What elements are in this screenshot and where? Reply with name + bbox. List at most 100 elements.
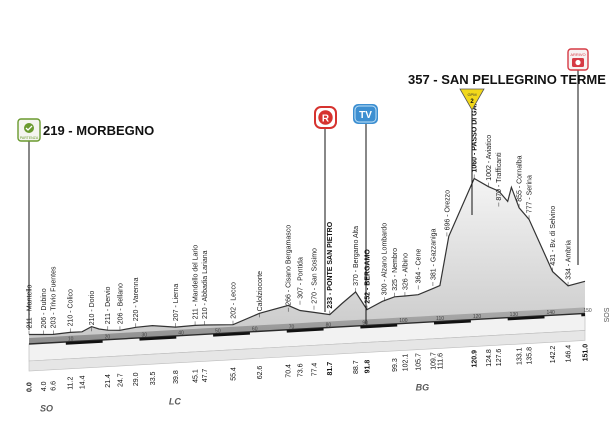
place-label: 203 - Trivio Fuentes <box>51 266 58 328</box>
km-tick-label: 130 <box>510 312 519 318</box>
km-label: 146.4 <box>566 345 573 363</box>
km-tick-label: 70 <box>289 324 295 330</box>
place-label: 206 - Bellano <box>117 283 124 324</box>
place-label: 252 - BERGAMO <box>364 249 371 304</box>
arrivo-text: ARRIVO <box>570 52 585 57</box>
place-label: 1060 - PASSO DI GANDA <box>472 90 479 172</box>
km-tick-label: 50 <box>215 328 221 334</box>
place-label: Calolziocorte <box>257 271 264 312</box>
km-label: 81.7 <box>327 362 334 376</box>
place-label: 307 - Pontida <box>297 257 304 299</box>
start-title: 219 - MORBEGNO <box>43 123 154 138</box>
km-label: 21.4 <box>105 374 112 388</box>
km-label: 0.0 <box>26 382 33 392</box>
km-label: 99.3 <box>392 358 399 372</box>
region-label: SO <box>40 403 53 413</box>
km-label: 105.7 <box>416 353 423 371</box>
km-tick-label: 110 <box>436 316 444 322</box>
gpm-badge: GPM 2 <box>459 88 485 215</box>
place-label: 220 - Varenna <box>133 277 140 321</box>
km-label: 73.6 <box>297 363 304 377</box>
place-label: 207 - Lierna <box>173 284 180 321</box>
km-tick-label: 150 <box>583 308 592 314</box>
km-tick-label: 140 <box>546 310 555 316</box>
profile-area <box>29 178 585 344</box>
km-tick-label: 80 <box>326 322 332 328</box>
km-tick-label: 60 <box>252 326 258 332</box>
km-tick-bar <box>507 315 545 321</box>
km-label: 142.2 <box>550 346 557 364</box>
place-label: 326 - Albino <box>402 253 409 290</box>
km-tick-label: 90 <box>362 320 368 326</box>
r-badge: R <box>314 106 337 312</box>
road-line <box>28 312 586 345</box>
tv-badge: TV <box>353 104 378 324</box>
place-label: 211 - Mandello del Lario <box>193 245 200 320</box>
km-tick-bar <box>65 340 103 345</box>
place-label: 266 - Cisano Bergamasco <box>286 225 293 306</box>
km-label: 88.7 <box>353 360 360 374</box>
place-label: 210 - Dorio <box>89 291 96 326</box>
place-label: 233 - PONTE SAN PIETRO <box>327 221 334 308</box>
place-label: 855 - Cornalba <box>517 155 524 201</box>
km-tick-bar <box>286 328 324 333</box>
km-label: 47.7 <box>202 369 209 383</box>
km-label: 33.5 <box>150 371 157 385</box>
place-label: 211 - Mantello <box>26 285 33 329</box>
place-label: 206 - Dubino <box>41 288 48 328</box>
gpm-text: GPM <box>467 92 476 97</box>
partenza-text: PARTENZA <box>20 136 39 140</box>
place-label: 270 - San Sosimo <box>311 248 318 304</box>
gpm-category: 2 <box>470 99 474 105</box>
km-tick-label: 40 <box>178 330 184 336</box>
km-tick-label: 20 <box>105 334 111 340</box>
km-label: 135.8 <box>526 347 533 365</box>
km-tick-label: 120 <box>473 314 482 320</box>
place-label: 364 - Cene <box>416 249 423 284</box>
km-label: 6.6 <box>51 381 58 391</box>
km-label: 102.1 <box>402 354 409 372</box>
region-label: BG <box>416 383 430 393</box>
r-icon: R <box>322 113 330 124</box>
km-label: 29.0 <box>133 372 140 386</box>
km-label: 133.1 <box>517 347 524 365</box>
km-tick-bar <box>139 336 177 341</box>
place-label: 696 - Orezzo <box>444 190 451 231</box>
place-label: 381 - Gazzaniga <box>430 229 437 280</box>
finish-marker: ARRIVO 357 - SAN PELLEGRINO TERME <box>408 48 606 265</box>
tv-icon: TV <box>359 110 372 121</box>
end-axis-label: SOS <box>604 307 611 322</box>
km-tick-bar <box>213 332 250 337</box>
km-label: 4.0 <box>41 381 48 391</box>
place-label: 334 - Ambria <box>566 240 573 280</box>
km-label: 70.4 <box>286 364 293 378</box>
km-label: 151.0 <box>582 344 589 362</box>
place-label: 210 - Abbadia Lariana <box>202 250 209 319</box>
place-label: 210 - Colico <box>68 289 75 326</box>
km-label: 45.1 <box>193 369 200 383</box>
km-label: 124.8 <box>486 349 493 367</box>
km-label: 91.8 <box>364 360 371 374</box>
km-label: 120.9 <box>472 350 479 368</box>
place-label: 300 - Alzano Lombardo <box>382 223 389 295</box>
km-label: 24.7 <box>117 373 124 387</box>
place-label: 777 - Serina <box>526 175 533 213</box>
km-tick-bar <box>433 319 471 325</box>
km-label: 127.6 <box>496 349 503 367</box>
km-label: 55.4 <box>230 367 237 381</box>
finish-title: 357 - SAN PELLEGRINO TERME <box>408 72 606 87</box>
place-label: 1002 - Aviatico <box>486 135 493 181</box>
start-marker: PARTENZA 219 - MORBEGNO <box>17 118 154 330</box>
km-label: 77.4 <box>311 363 318 377</box>
km-tick-label: 100 <box>399 318 408 324</box>
place-label: 325 - Nembro <box>392 248 399 291</box>
profile-line <box>29 177 586 336</box>
km-label: 39.8 <box>173 370 180 384</box>
place-label: 211 - Dervio <box>105 286 112 324</box>
km-tick-label: 10 <box>68 336 74 342</box>
